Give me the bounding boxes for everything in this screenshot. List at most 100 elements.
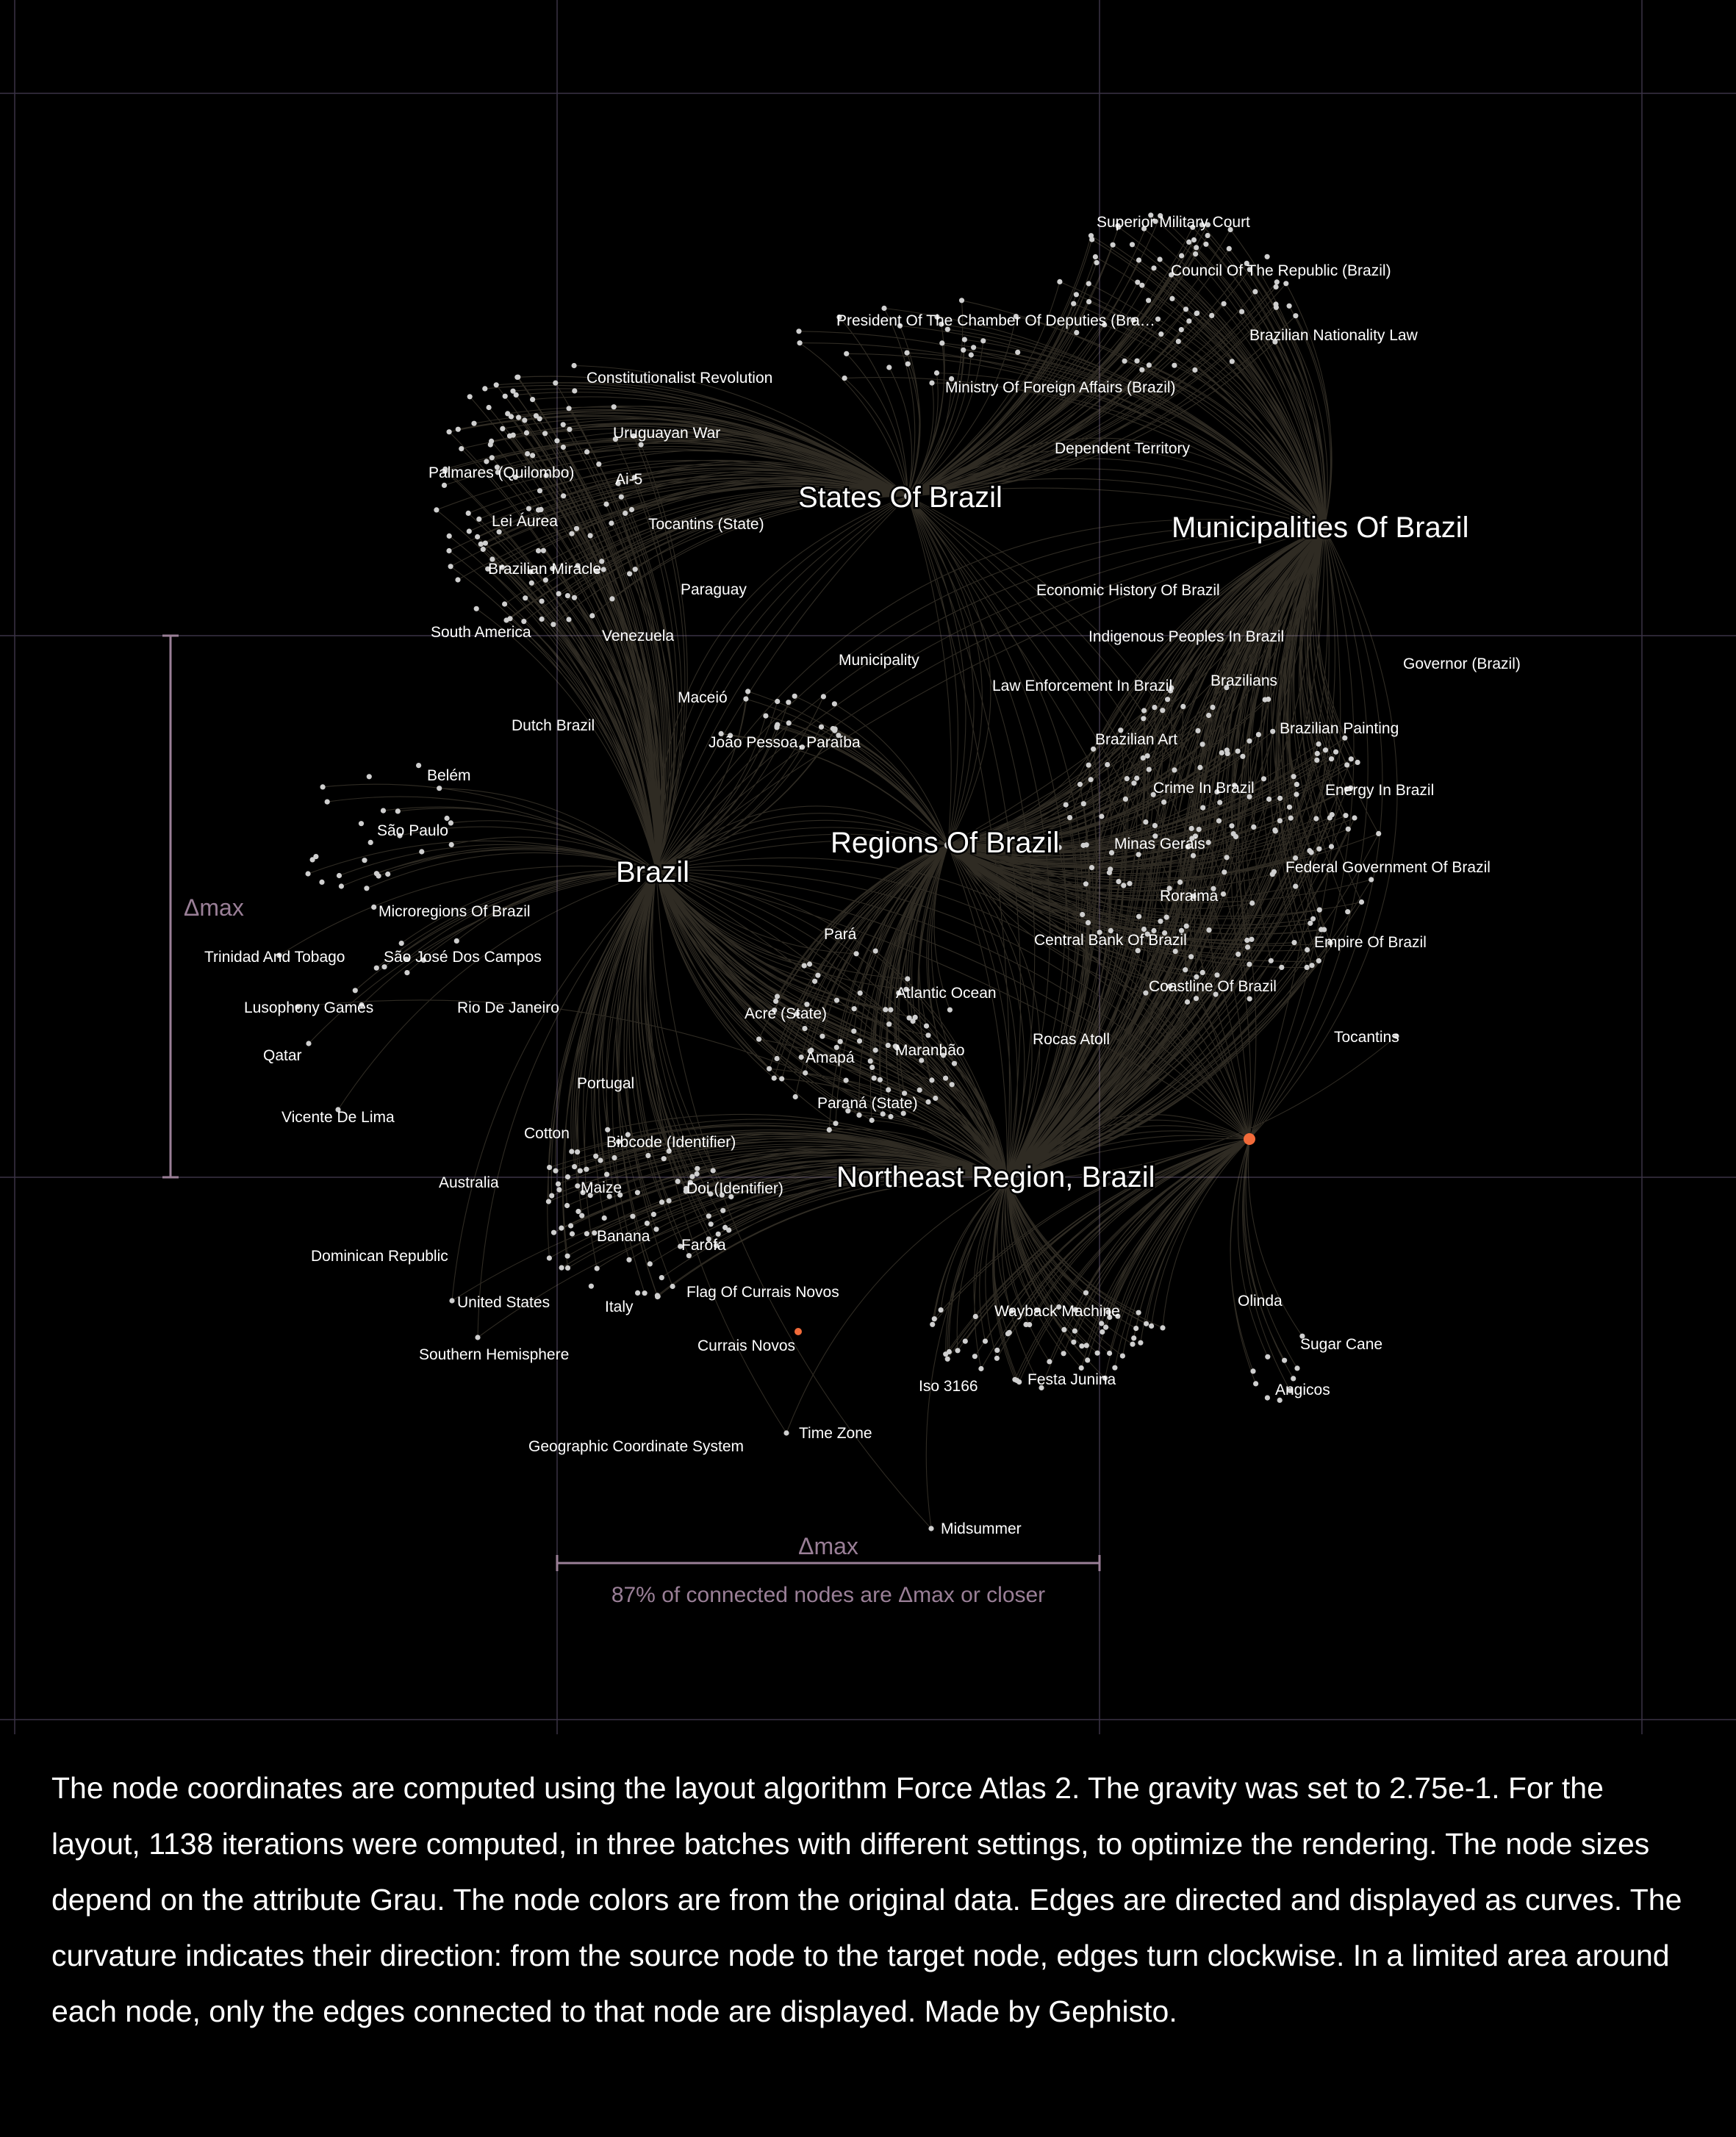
graph-node xyxy=(592,1230,598,1236)
graph-node xyxy=(792,1093,798,1100)
graph-node xyxy=(1219,750,1224,755)
graph-node xyxy=(403,956,409,962)
graph-node xyxy=(1322,747,1329,753)
graph-node xyxy=(601,1215,607,1221)
graph-node xyxy=(1345,909,1351,915)
graph-node xyxy=(1316,846,1322,852)
graph-node xyxy=(1169,295,1175,301)
label-maize: Maize xyxy=(581,1179,622,1196)
label-dutch-brazil: Dutch Brazil xyxy=(512,717,595,734)
graph-node xyxy=(1191,237,1197,243)
graph-node xyxy=(367,839,373,845)
graph-node xyxy=(1304,964,1310,970)
graph-node xyxy=(1266,696,1271,703)
graph-node xyxy=(931,1316,937,1322)
graph-node xyxy=(880,1111,886,1117)
hub-node xyxy=(1003,1176,1011,1183)
graph-node xyxy=(1210,704,1216,711)
graph-node xyxy=(804,1002,810,1008)
graph-node xyxy=(612,437,619,442)
graph-node xyxy=(905,361,911,367)
graph-node xyxy=(1327,940,1333,946)
graph-node xyxy=(1130,317,1136,323)
graph-node xyxy=(774,1055,780,1062)
graph-node xyxy=(528,580,534,586)
graph-node xyxy=(1268,958,1274,963)
graph-node xyxy=(912,1014,918,1020)
graph-node xyxy=(1269,872,1275,877)
graph-node xyxy=(335,1107,341,1113)
graph-node xyxy=(569,531,575,536)
graph-node xyxy=(832,728,838,733)
graph-node xyxy=(1092,254,1098,260)
graph-node xyxy=(772,1008,778,1013)
graph-node xyxy=(1166,886,1172,891)
graph-node xyxy=(961,347,966,353)
graph-node xyxy=(1061,1351,1066,1357)
graph-node xyxy=(1190,852,1197,858)
graph-node xyxy=(324,799,330,805)
graph-node xyxy=(455,577,461,583)
graph-node xyxy=(1220,891,1227,897)
graph-node xyxy=(513,392,519,398)
graph-node xyxy=(1077,781,1083,787)
graph-node xyxy=(397,833,403,838)
graph-node xyxy=(295,1004,301,1010)
graph-node xyxy=(1197,764,1203,770)
label-joao-pessoa: João Pessoa, Paraíba xyxy=(709,734,861,751)
graph-node xyxy=(533,413,539,419)
graph-node xyxy=(1175,339,1181,345)
graph-node xyxy=(1230,831,1236,837)
graph-node xyxy=(1186,239,1192,245)
label-economic-history: Economic History Of Brazil xyxy=(1036,582,1220,599)
horizontal-delta-max-bracket xyxy=(556,1555,1101,1571)
graph-node xyxy=(1140,755,1146,761)
graph-node xyxy=(1078,1365,1084,1371)
graph-node xyxy=(972,1313,978,1320)
graph-node xyxy=(728,1193,734,1200)
label-angicos: Angicos xyxy=(1275,1382,1330,1398)
graph-node xyxy=(1141,708,1147,714)
graph-node xyxy=(1133,1326,1139,1332)
graph-node xyxy=(535,547,542,554)
graph-node xyxy=(720,1207,726,1213)
graph-node xyxy=(1072,1307,1078,1312)
graph-node xyxy=(366,774,372,780)
graph-node xyxy=(1056,1304,1062,1310)
graph-node xyxy=(1124,776,1130,782)
graph-node xyxy=(476,516,482,522)
graph-node xyxy=(1047,1359,1052,1365)
label-vicente-de-lima: Vicente De Lima xyxy=(281,1109,395,1126)
graph-node xyxy=(1143,990,1149,996)
graph-node xyxy=(1071,1339,1077,1345)
graph-node xyxy=(1214,972,1220,978)
label-united-states: United States xyxy=(457,1294,550,1311)
graph-node xyxy=(1316,741,1321,747)
graph-node xyxy=(499,564,505,570)
graph-node xyxy=(419,849,425,855)
graph-node xyxy=(526,506,532,511)
graph-node xyxy=(1272,339,1278,345)
graph-node xyxy=(502,393,508,399)
graph-node xyxy=(1183,923,1189,929)
graph-node xyxy=(1163,914,1169,920)
graph-node xyxy=(939,321,944,327)
graph-node xyxy=(946,1348,952,1355)
label-law-enforcement: Law Enforcement In Brazil xyxy=(992,678,1172,694)
graph-node xyxy=(851,1028,857,1034)
label-brazilians: Brazilians xyxy=(1210,672,1277,689)
graph-node xyxy=(786,700,792,705)
label-dependent-territory: Dependent Territory xyxy=(1055,440,1191,457)
graph-node xyxy=(925,1032,931,1038)
graph-node xyxy=(1177,879,1183,885)
label-constitutionalist-revolution: Constitutionalist Revolution xyxy=(587,370,772,387)
graph-node xyxy=(1152,833,1158,839)
graph-node xyxy=(1005,1331,1011,1337)
label-amapa: Amapá xyxy=(806,1049,855,1066)
graph-node xyxy=(437,786,442,791)
graph-node xyxy=(1342,735,1348,741)
graph-node xyxy=(815,972,821,978)
graph-node xyxy=(1227,226,1233,233)
label-ministry-foreign-affairs: Ministry Of Foreign Affairs (Brazil) xyxy=(945,379,1176,396)
graph-node xyxy=(1136,913,1142,919)
